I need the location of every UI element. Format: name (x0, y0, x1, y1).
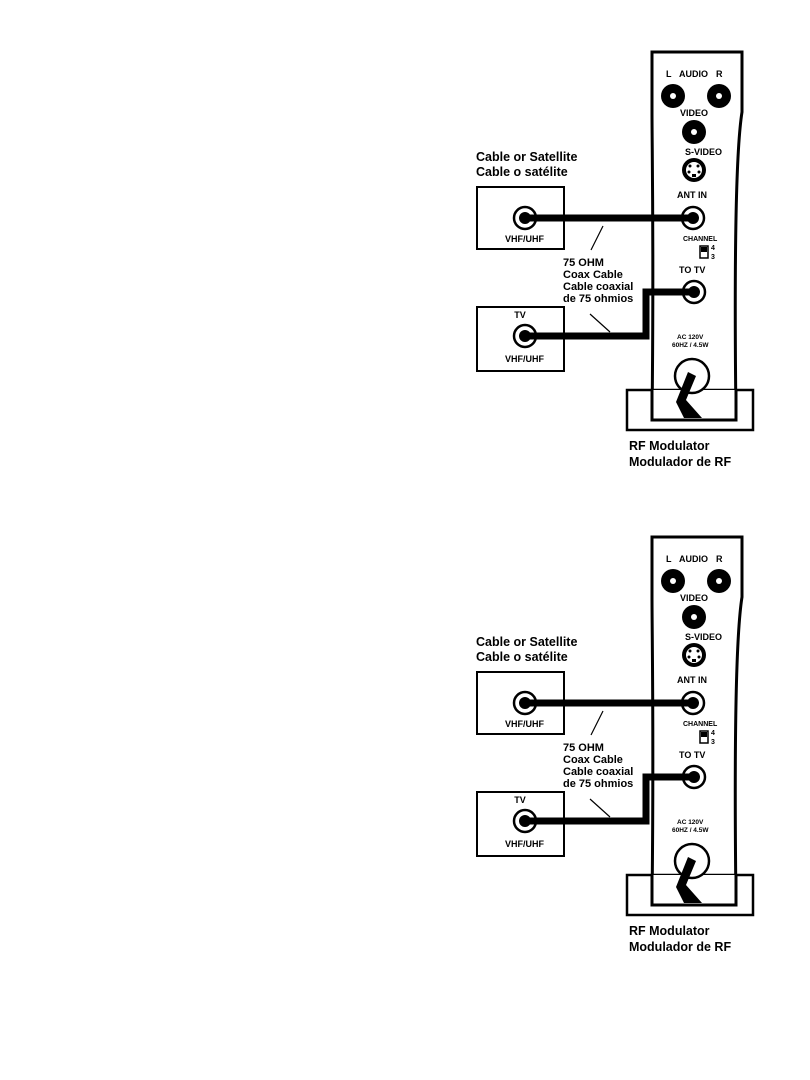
audio-label: AUDIO (679, 554, 708, 564)
channel-label: CHANNEL (683, 721, 718, 728)
connection-diagram-1: Cable or Satellite Cable o satélite VHF/… (0, 0, 810, 500)
tv-port-label: VHF/UHF (505, 839, 544, 849)
channel-3-label: 3 (711, 739, 715, 746)
device-title: RF Modulator (629, 439, 710, 453)
tv-port-label: VHF/UHF (505, 354, 544, 364)
connection-diagram-2: Cable or Satellite Cable o satélite VHF/… (0, 485, 810, 985)
cable-label-3: Cable coaxial (563, 766, 634, 778)
video-label: VIDEO (680, 593, 709, 603)
power-label-1: AC 120V (677, 334, 704, 341)
diagram-graphics (476, 535, 755, 917)
audio-l-label: L (666, 69, 672, 79)
power-label-1: AC 120V (677, 819, 704, 826)
cable-label-4: de 75 ohmios (563, 293, 634, 305)
power-label-2: 60HZ / 4.5W (672, 342, 709, 349)
audio-l-label: L (666, 554, 672, 564)
power-cord (676, 857, 702, 903)
coax-cable-tv (525, 288, 694, 340)
to-tv-label: TO TV (679, 750, 706, 760)
cable-label-4: de 75 ohmios (563, 778, 634, 790)
audio-r-label: R (716, 554, 723, 564)
channel-3-label: 3 (711, 254, 715, 261)
source-title-es: Cable o satélite (476, 650, 568, 664)
source-title: Cable or Satellite (476, 635, 578, 649)
device-title: RF Modulator (629, 924, 710, 938)
power-cord (676, 372, 702, 418)
to-tv-label: TO TV (679, 265, 706, 275)
power-label-2: 60HZ / 4.5W (672, 827, 709, 834)
channel-4-label: 4 (711, 245, 715, 252)
tv-title: TV (514, 795, 526, 805)
cable-label-3: Cable coaxial (563, 281, 634, 293)
ant-in-label: ANT IN (677, 190, 707, 200)
channel-4-label: 4 (711, 730, 715, 737)
device-title-es: Modulador de RF (629, 455, 732, 469)
device-title-es: Modulador de RF (629, 940, 732, 954)
channel-label: CHANNEL (683, 236, 718, 243)
svideo-label: S-VIDEO (685, 632, 723, 642)
source-port-label: VHF/UHF (505, 234, 544, 244)
cable-label-2: Coax Cable (563, 269, 623, 281)
cable-label-2: Coax Cable (563, 754, 623, 766)
source-port-label: VHF/UHF (505, 719, 544, 729)
video-label: VIDEO (680, 108, 709, 118)
coax-cable-tv (525, 773, 694, 825)
diagram-graphics (476, 50, 755, 432)
audio-label: AUDIO (679, 69, 708, 79)
svideo-label: S-VIDEO (685, 147, 723, 157)
cable-label-1: 75 OHM (563, 742, 604, 754)
ant-in-label: ANT IN (677, 675, 707, 685)
tv-title: TV (514, 310, 526, 320)
source-title: Cable or Satellite (476, 150, 578, 164)
source-title-es: Cable o satélite (476, 165, 568, 179)
audio-r-label: R (716, 69, 723, 79)
cable-label-1: 75 OHM (563, 257, 604, 269)
